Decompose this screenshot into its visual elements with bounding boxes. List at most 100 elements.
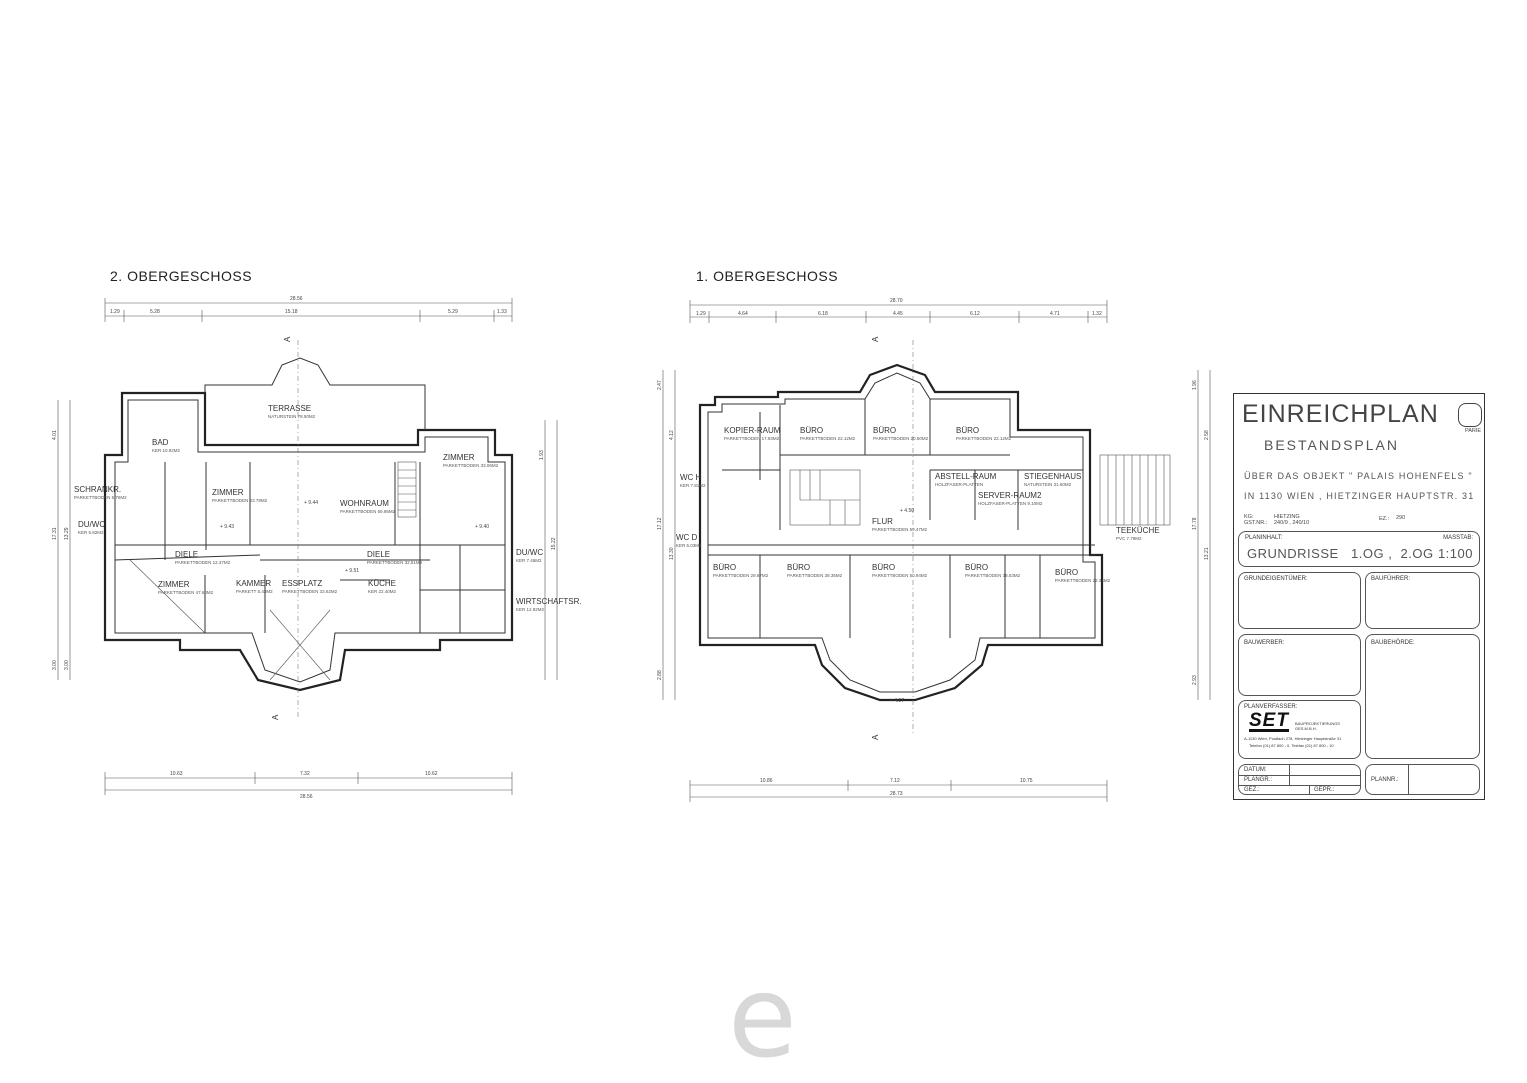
room-detail: PARKETTBODEN 23.78M2 (212, 498, 268, 503)
room-name: BAD (152, 438, 169, 447)
room-detail: PARKETTBODEN 12.37M2 (175, 560, 231, 565)
bauwerber-box: BAUWERBER: (1238, 634, 1361, 696)
room-name: TEEKÜCHE (1116, 526, 1160, 535)
room-name: BÜRO (800, 426, 823, 435)
datum-box: DATUM: PLANGR.: GEZ.: GEPR.: (1238, 764, 1361, 795)
room-detail: PARKETTBODEN 32.51M2 (367, 560, 423, 565)
dim-top-segment: 6.12 (970, 311, 980, 317)
dim-side: 2.58 (1204, 430, 1210, 440)
dim-bottom-segment: 7.12 (890, 778, 900, 784)
room-name: KÜCHE (368, 579, 396, 588)
room-detail: PARKETTBODEN 29.87M2 (713, 573, 769, 578)
plan-heading: EINREICHPLAN (1242, 400, 1439, 428)
dim-side: 2.88 (657, 670, 663, 680)
masstab-label: MASSTAB: (1443, 535, 1473, 541)
gez-label: GEZ.: (1244, 787, 1260, 793)
dim-side: 17.12 (657, 517, 663, 530)
room-detail: PARKETTBODEN 20.50M2 (873, 436, 929, 441)
dim-top-segment: 5.28 (150, 309, 160, 315)
room-name: DU/WC (516, 548, 543, 557)
dim-side: 17.31 (52, 527, 58, 540)
level-mark: + 4.50 (900, 508, 914, 514)
room-detail: KER 22.40M2 (368, 589, 397, 594)
address-line: IN 1130 WIEN , HIETZINGER HAUPTSTR. 31 (1244, 491, 1475, 501)
ez-value: 290 (1396, 515, 1406, 521)
datum-label: DATUM: (1244, 767, 1267, 773)
dim-bottom-total: 28.73 (890, 791, 903, 797)
room-detail: PARKETTBODEN 38.35M2 (787, 573, 843, 578)
room-detail: PARKETTBODEN 22.12M2 (956, 436, 1012, 441)
ez-label: EZ.: (1379, 516, 1390, 522)
room-name: DU/WC (78, 520, 105, 529)
dim-side: 15.22 (551, 537, 557, 550)
room-name: SCHRANKR. (74, 485, 121, 494)
company-name: BAUPROJEKTIERUNGS GES.M.B.H. (1295, 721, 1340, 731)
dim-top-segment: 4.64 (738, 311, 748, 317)
level-mark: + 9.51 (345, 568, 359, 574)
plan-1og-title: 1. OBERGESCHOSS (696, 268, 838, 284)
gepr-label: GEPR.: (1314, 787, 1335, 793)
level-mark: + 4.57 (890, 698, 904, 704)
dim-top-segment: 15.18 (285, 309, 298, 315)
company-address: A-1130 Wien, Postfach 278, Hietzinger Ha… (1244, 736, 1342, 741)
room-detail: PARKETT 5.43M2 (236, 589, 273, 594)
plannr-box: PLANNR.: (1365, 764, 1480, 795)
baufuehrer-label: BAUFÜHRER: (1371, 576, 1411, 582)
room-name: KOPIER-RAUM (724, 426, 781, 435)
section-marker-top: A (283, 336, 292, 342)
dim-bottom-total: 28.56 (300, 794, 313, 800)
room-name: KAMMER (236, 579, 271, 588)
divider (1239, 785, 1360, 786)
room-name: BÜRO (965, 563, 988, 572)
room-detail: KER 10.92M2 (152, 448, 181, 453)
kg-label: KG: (1244, 514, 1254, 520)
dim-top-segment: 1.32 (1092, 311, 1102, 317)
divider (1408, 765, 1409, 794)
dim-side: 17.78 (1192, 517, 1198, 530)
room-name: WOHNRAUM (340, 499, 389, 508)
level-mark: + 9.40 (475, 524, 489, 530)
dim-side: 13.21 (1204, 547, 1210, 560)
dim-bottom-segment: 10.63 (170, 771, 183, 777)
masstab-value: 1:100 (1437, 546, 1473, 561)
dim-side: 13.30 (669, 547, 675, 560)
room-name: FLUR (872, 517, 893, 526)
room-name: ZIMMER (443, 453, 475, 462)
baufuehrer-box: BAUFÜHRER: (1365, 572, 1480, 629)
room-detail: PARKETTBODEN 59.47M2 (872, 527, 928, 532)
room-name: SERVER-RAUM2 (978, 491, 1042, 500)
room-detail: PARKETTBODEN 5.76M2 (74, 495, 127, 500)
room-name: WIRTSCHAFTSR. (516, 597, 582, 606)
dim-side: 1.93 (539, 450, 545, 460)
planinhalt-label: PLANINHALT: (1245, 535, 1283, 541)
room-detail: PARKETTBODEN 59.86M2 (340, 509, 396, 514)
room-detail: PARKETTBODEN 22.12M2 (800, 436, 856, 441)
room-detail: PARKETTBODEN 38.53M2 (965, 573, 1021, 578)
dim-side: 3.00 (52, 660, 58, 670)
dim-bottom-segment: 7.32 (300, 771, 310, 777)
room-name: ABSTELL-RAUM (935, 472, 997, 481)
room-detail: KER 5.03M2 (676, 543, 702, 548)
room-detail: NATURSTEIN 31.60M2 (1024, 482, 1072, 487)
grundeigentuemer-label: GRUNDEIGENTÜMER: (1244, 576, 1308, 582)
dim-bottom-segment: 10.62 (425, 771, 438, 777)
paraphe-symbol (1458, 403, 1482, 427)
room-detail: PARKETTBODEN 50.94M2 (872, 573, 928, 578)
room-name: ZIMMER (212, 488, 244, 497)
plan-1og: 1. OBERGESCHOSS 28.70 1.29 4.64 6.18 4.4… (657, 268, 1211, 802)
dim-top-total: 28.56 (290, 296, 303, 302)
section-marker-bottom-1og: A (871, 734, 880, 740)
company-phone: Telefon (01) 87 800 - 0, Telefax (01) 87… (1249, 743, 1334, 748)
room-detail: PARKETTBODEN 33.06M2 (443, 463, 499, 468)
dim-top-segment: 6.18 (818, 311, 828, 317)
section-marker-top-1og: A (871, 336, 880, 342)
plan-2og-title: 2. OBERGESCHOSS (110, 268, 252, 284)
object-line: ÜBER DAS OBJEKT " PALAIS HOHENFELS " (1244, 471, 1473, 481)
gst-value: 240/9 , 240/10 (1274, 520, 1310, 526)
dim-side: 1.96 (1192, 380, 1198, 390)
dim-bottom-segment: 10.75 (1020, 778, 1033, 784)
room-detail: PARKETTBODEN 47.60M2 (158, 590, 214, 595)
